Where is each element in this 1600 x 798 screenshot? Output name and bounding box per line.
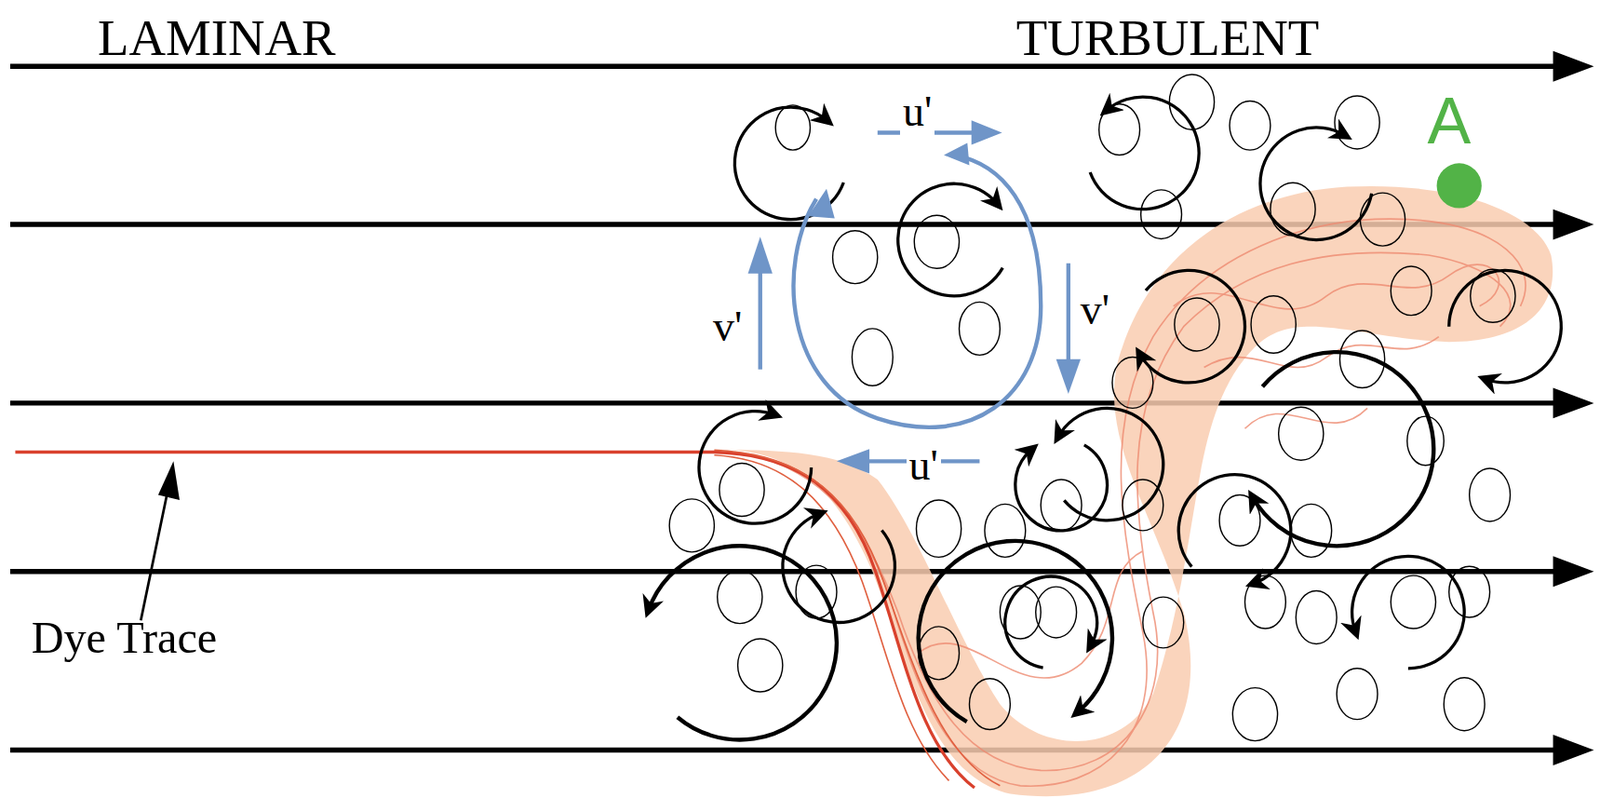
velocity-label: u' — [906, 443, 942, 488]
fluctuation-heads — [748, 120, 1081, 473]
velocity-label: v' — [1077, 287, 1113, 333]
region-title: LAMINAR — [94, 12, 339, 66]
streamlines — [10, 66, 1564, 750]
point-label: A — [1424, 87, 1474, 155]
dye-trace-line — [713, 449, 1000, 786]
streamline-heads — [1553, 51, 1595, 766]
annotation-label: Dye Trace — [28, 614, 221, 661]
fluctuation-loop — [760, 132, 1069, 461]
dye-trace-line — [14, 451, 975, 788]
leader-arrow — [140, 460, 180, 620]
region-title: TURBULENT — [1013, 12, 1323, 66]
dye-strands — [734, 218, 1526, 786]
small-eddies — [669, 74, 1516, 741]
dye-plume — [713, 186, 1553, 796]
large-eddies — [612, 96, 1577, 772]
velocity-label: u' — [900, 89, 935, 135]
point-marker — [1437, 162, 1482, 208]
velocity-label: v' — [710, 304, 745, 350]
